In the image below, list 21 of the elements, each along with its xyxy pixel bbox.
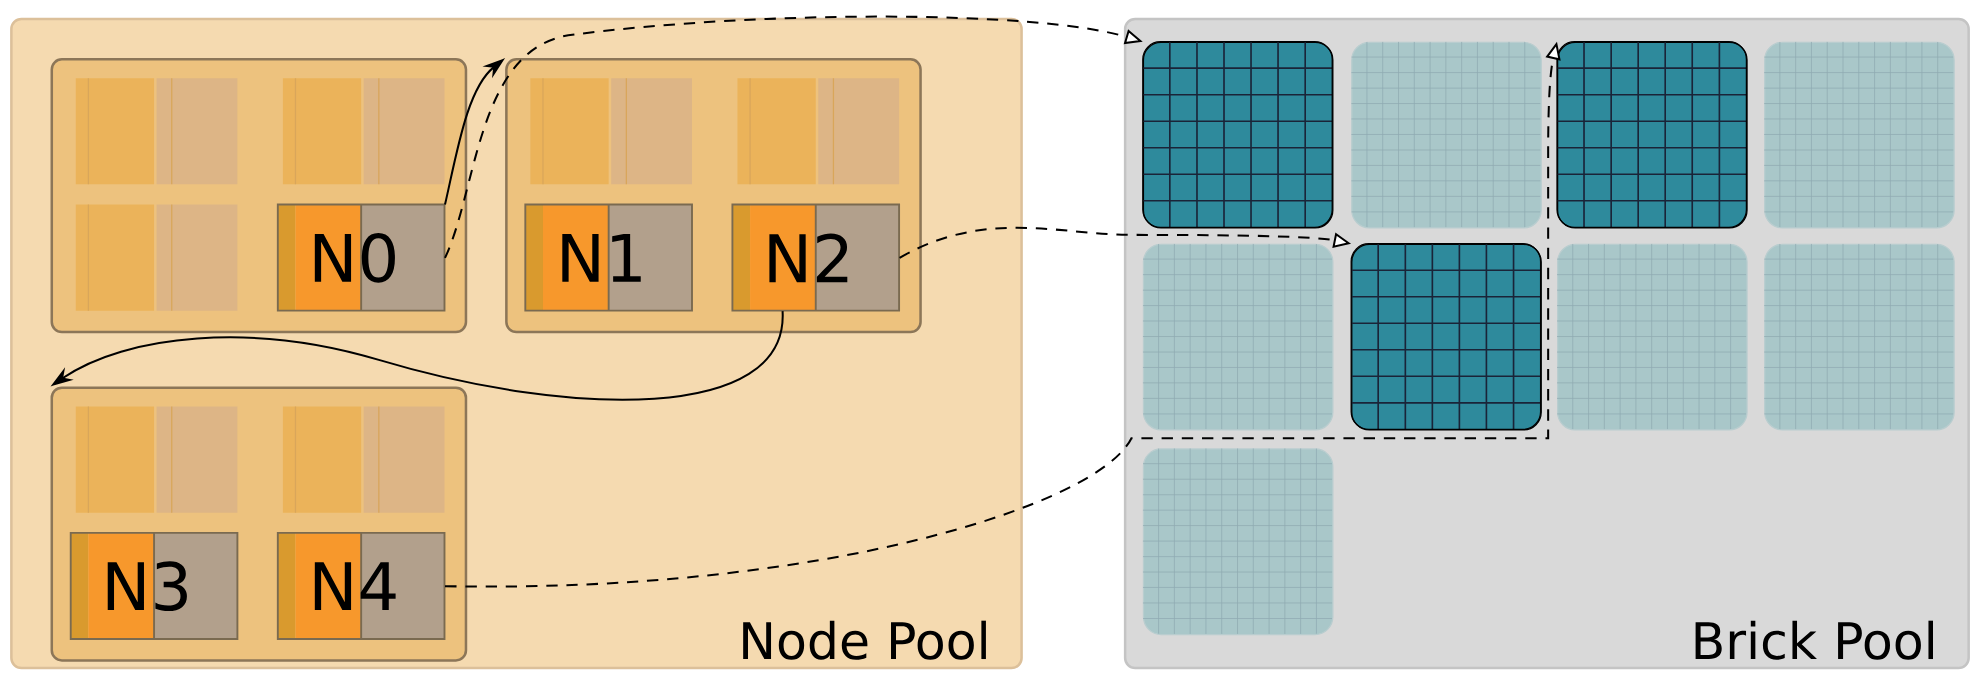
empty-brick-grid	[1351, 41, 1542, 229]
empty-brick-grid	[1764, 243, 1955, 431]
brick-grid	[1142, 41, 1334, 229]
empty-cell	[282, 77, 445, 185]
node-cell: N3	[69, 531, 239, 640]
node-cell: N2	[731, 203, 901, 312]
node-cell: N1	[524, 203, 693, 312]
node-cell: N4	[276, 531, 446, 640]
empty-cell	[737, 77, 900, 185]
empty-brick-grid	[1142, 448, 1334, 636]
empty-cell	[530, 77, 692, 185]
empty-brick-grid	[1142, 243, 1334, 431]
empty-brick-grid	[1557, 243, 1748, 431]
empty-cell	[75, 405, 238, 514]
empty-cell	[75, 203, 238, 312]
empty-cell	[282, 405, 445, 514]
brick-grid	[1556, 41, 1748, 229]
empty-cell	[75, 77, 238, 185]
empty-brick-grid	[1764, 41, 1955, 229]
node-cell: N0	[276, 203, 446, 312]
brick-grid	[1350, 243, 1542, 431]
